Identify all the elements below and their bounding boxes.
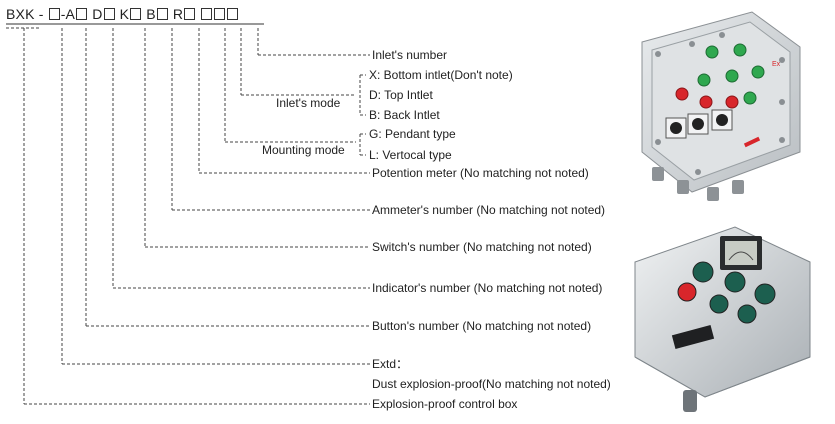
label-inlet-b: B: Back Intlet xyxy=(369,108,440,122)
stainless-steel-control-box-icon xyxy=(634,226,811,412)
code-slot-mounting xyxy=(201,8,213,20)
model-code: BXK - -A D K B R xyxy=(6,6,239,22)
label-inlet-number: Inlet's number xyxy=(372,48,447,62)
label-switch: Switch's number (No matching not noted) xyxy=(372,240,592,254)
cast-aluminium-control-box-icon: Ex xyxy=(641,11,801,201)
label-inlet-x: X: Bottom intlet(Don't note) xyxy=(369,68,513,82)
code-prefix: BXK xyxy=(6,6,35,22)
label-potentiometer: Potention meter (No matching not noted) xyxy=(372,166,589,180)
code-slot-inlet-mode xyxy=(214,8,226,20)
label-box: Explosion-proof control box xyxy=(372,397,518,411)
label-mount-g: G: Pendant type xyxy=(369,127,456,141)
top-box-mark: Ex xyxy=(772,61,781,68)
code-letter-k: K xyxy=(119,6,130,22)
code-slot-inlet-number xyxy=(227,8,239,20)
code-slot-potentiometer xyxy=(184,8,196,20)
label-mounting-mode: Mounting mode xyxy=(262,143,345,157)
label-dust: Dust explosion-proof(No matching not not… xyxy=(372,377,611,391)
code-slot-dust xyxy=(48,8,60,20)
label-extd: Extd： xyxy=(372,357,409,371)
code-slot-ammeter xyxy=(156,8,168,20)
code-slot-indicator xyxy=(103,8,115,20)
label-inlet-d: D: Top Intlet xyxy=(369,88,433,102)
code-letter-d: D xyxy=(92,6,103,22)
label-inlet-mode: Inlet's mode xyxy=(276,96,341,110)
code-letter-r: R xyxy=(172,6,184,22)
code-slot-button xyxy=(76,8,88,20)
label-button: Button's number (No matching not noted) xyxy=(372,319,592,333)
code-letter-b: B xyxy=(146,6,156,22)
code-sep: - xyxy=(38,6,44,22)
code-sep-a: -A xyxy=(60,6,76,22)
label-indicator: Indicator's number (No matching not note… xyxy=(372,281,603,295)
label-ammeter: Ammeter's number (No matching not noted) xyxy=(372,203,606,217)
label-mount-l: L: Vertocal type xyxy=(369,148,452,162)
code-slot-switch xyxy=(130,8,142,20)
